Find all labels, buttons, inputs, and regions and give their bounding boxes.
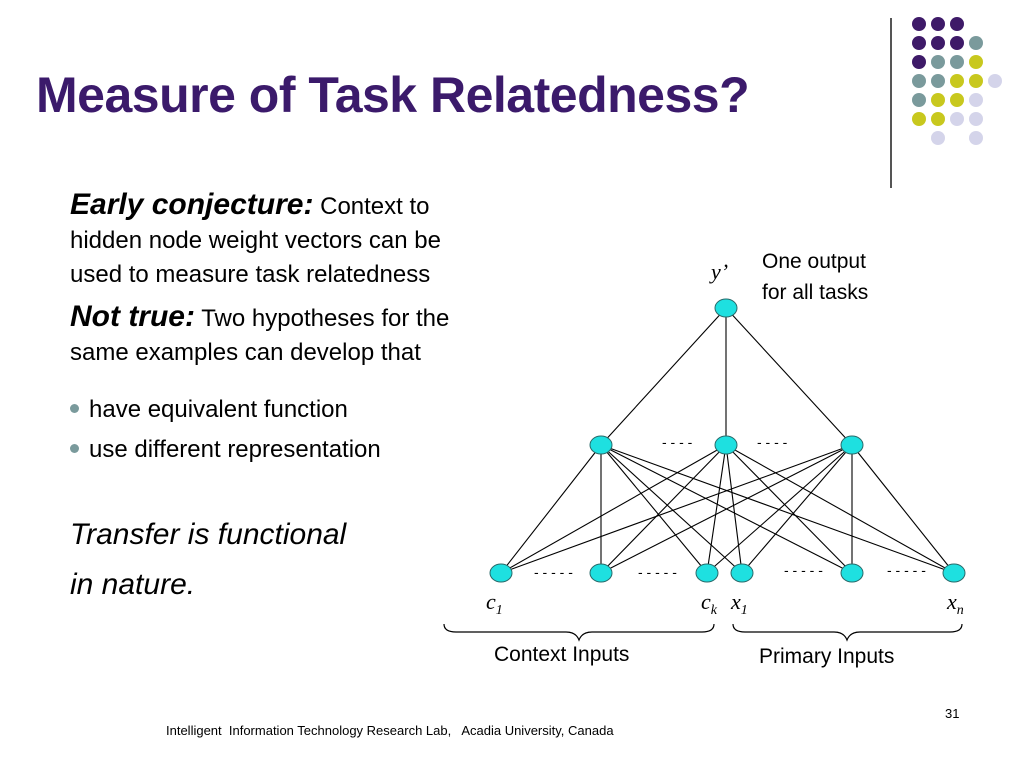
input-ellipsis: - - - - - — [784, 562, 823, 578]
decorative-dot — [912, 36, 926, 50]
decorative-dot — [912, 112, 926, 126]
hidden-node — [714, 435, 738, 455]
decorative-dot — [912, 93, 926, 107]
bullet-text: use different representation — [89, 436, 381, 463]
footer-text: Intelligent Information Technology Resea… — [166, 723, 614, 738]
decorative-dot — [969, 112, 983, 126]
decorative-dot — [950, 36, 964, 50]
network-connection — [600, 444, 708, 574]
network-connection — [600, 444, 955, 574]
network-connection — [725, 444, 743, 574]
decorative-dot — [931, 74, 945, 88]
input-node — [840, 563, 864, 583]
decorative-dot — [950, 74, 964, 88]
context-inputs-brace — [443, 623, 715, 642]
input-node — [695, 563, 719, 583]
decorative-dot — [950, 55, 964, 69]
bullet-item: use different representation — [70, 436, 381, 464]
input-label-x1: x1 — [730, 589, 748, 618]
network-connection — [500, 444, 727, 574]
bullet-text: have equivalent function — [89, 396, 348, 423]
decorative-divider — [890, 18, 892, 188]
decorative-dot — [931, 112, 945, 126]
hidden-node — [840, 435, 864, 455]
not-true-label: Not true: — [70, 300, 195, 333]
decorative-dot — [912, 55, 926, 69]
decorative-dot — [969, 131, 983, 145]
output-note-line1: One output — [762, 250, 866, 273]
decorative-dot — [912, 17, 926, 31]
decorative-dot — [931, 93, 945, 107]
network-connection — [851, 444, 955, 574]
network-connection — [500, 444, 853, 574]
input-label-c1: c1 — [486, 589, 503, 618]
network-connection — [600, 307, 727, 446]
body-text: Early conjecture: Context to hidden node… — [70, 188, 530, 370]
para1-line2: hidden node weight vectors can be — [70, 227, 441, 254]
para-early-conjecture: Early conjecture: Context to hidden node… — [70, 188, 530, 292]
para1-text: Context to — [313, 193, 430, 220]
decorative-dot — [969, 55, 983, 69]
network-connection — [725, 444, 955, 574]
para1-line3: used to measure task relatedness — [70, 261, 431, 288]
conclusion-line-2: in nature. — [70, 568, 196, 601]
primary-inputs-label: Primary Inputs — [759, 645, 894, 668]
primary-inputs-brace — [732, 623, 963, 642]
output-node — [714, 298, 738, 318]
input-label-xn: xn — [946, 589, 964, 618]
network-connection — [600, 444, 853, 574]
decorative-dot — [988, 74, 1002, 88]
context-inputs-label: Context Inputs — [494, 643, 629, 666]
decorative-dot — [950, 93, 964, 107]
network-connection — [600, 444, 727, 574]
hidden-ellipsis-left: - - - - — [662, 434, 693, 450]
output-note-line2: for all tasks — [762, 281, 868, 304]
decorative-dot — [950, 17, 964, 31]
network-connection — [706, 444, 853, 574]
bullet-item: have equivalent function — [70, 396, 348, 424]
network-connection — [741, 444, 853, 574]
decorative-dot-grid — [912, 17, 1002, 145]
output-node-label: y’ — [709, 259, 728, 284]
para2-text: Two hypotheses for the — [194, 305, 450, 332]
decorative-dot — [931, 17, 945, 31]
decorative-dot — [969, 74, 983, 88]
network-connection — [500, 444, 602, 574]
page-number: 31 — [945, 706, 960, 721]
decorative-dot — [931, 55, 945, 69]
slide-title: Measure of Task Relatedness? — [36, 67, 750, 123]
decorative-dot — [950, 112, 964, 126]
input-label-ck: ck — [701, 589, 718, 618]
conclusion-line-1: Transfer is functional — [70, 518, 347, 551]
hidden-node — [589, 435, 613, 455]
decorative-dot — [969, 36, 983, 50]
network-connection — [706, 444, 727, 574]
input-node — [942, 563, 966, 583]
bullet-icon — [70, 404, 79, 414]
input-node — [730, 563, 754, 583]
input-ellipsis: - - - - - — [887, 562, 926, 578]
decorative-dot — [912, 74, 926, 88]
input-ellipsis: - - - - - — [638, 564, 677, 580]
bullet-icon — [70, 444, 79, 454]
para-not-true: Not true: Two hypotheses for the same ex… — [70, 300, 530, 370]
decorative-dot — [931, 36, 945, 50]
decorative-dot — [969, 93, 983, 107]
network-connection — [725, 444, 853, 574]
input-ellipsis: - - - - - — [534, 564, 573, 580]
early-conjecture-label: Early conjecture: — [70, 188, 314, 221]
network-connection — [600, 444, 743, 574]
network-connection — [725, 307, 853, 446]
decorative-dot — [931, 131, 945, 145]
hidden-ellipsis-right: - - - - — [757, 434, 788, 450]
para2-line2: same examples can develop that — [70, 339, 421, 366]
input-node — [489, 563, 513, 583]
input-node — [589, 563, 613, 583]
